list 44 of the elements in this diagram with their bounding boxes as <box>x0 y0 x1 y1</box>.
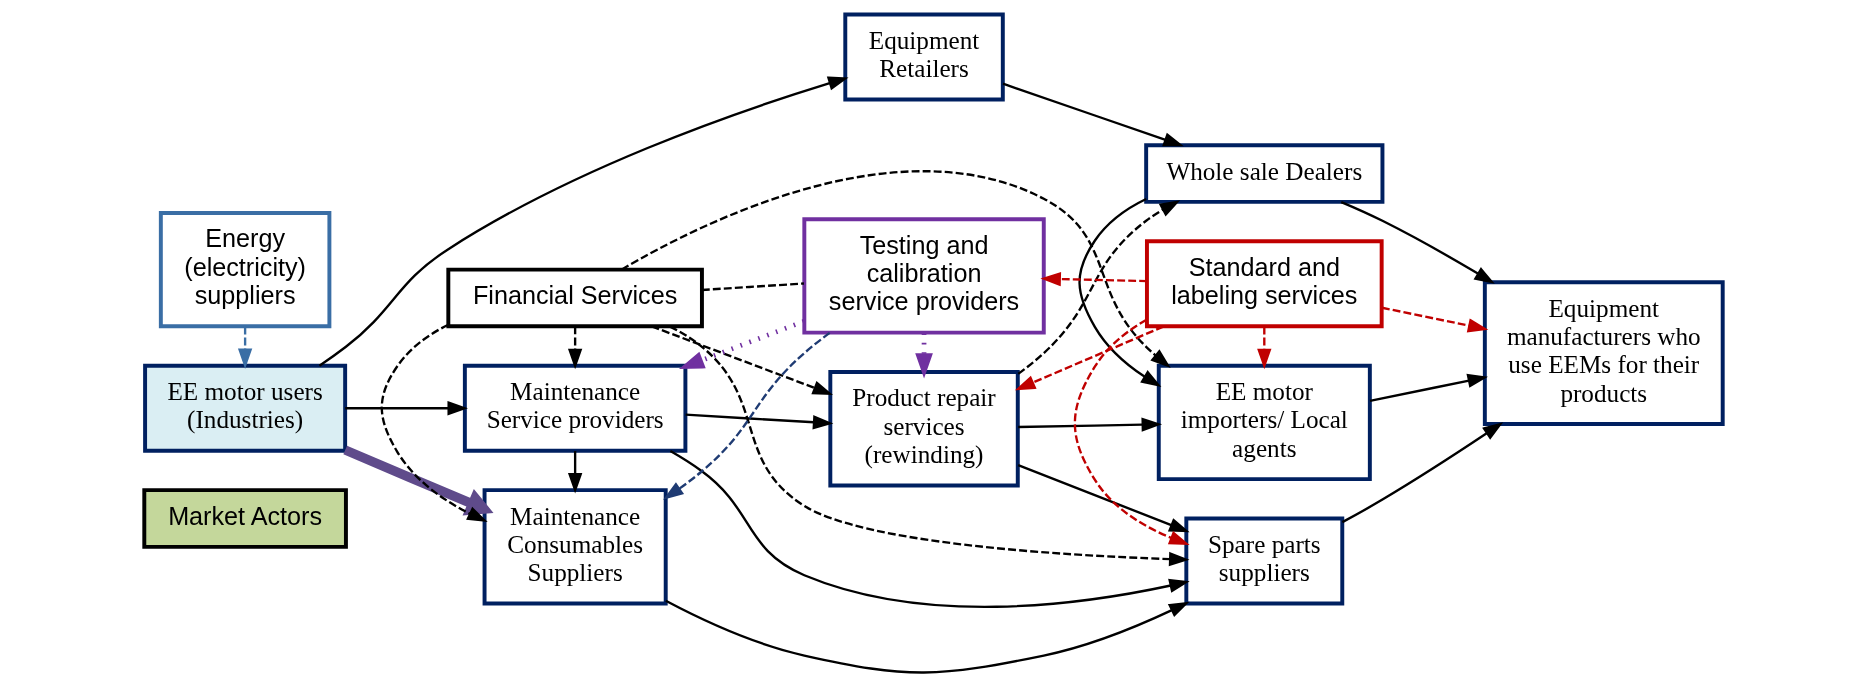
arrow <box>1018 417 1163 432</box>
node-box: Maintenance Service providers <box>462 363 688 453</box>
arrow <box>1381 306 1489 333</box>
arrow <box>669 450 1190 608</box>
arrow <box>318 76 849 367</box>
node-box: Product repair services (rewinding) <box>828 370 1020 488</box>
connector <box>701 282 804 292</box>
arrow <box>669 325 1190 567</box>
node-box: EE motor users (Industries) <box>143 363 348 453</box>
arrow <box>1002 82 1184 147</box>
arrow <box>1040 271 1147 287</box>
arrow <box>567 451 583 494</box>
arrow <box>380 323 488 522</box>
arrow <box>1257 326 1272 370</box>
arrow <box>1340 201 1495 284</box>
arrow <box>343 445 494 516</box>
node-box: EE motor importers/ Local agents <box>1156 363 1372 482</box>
arrow <box>567 326 583 370</box>
node-box: Equipment manufacturers who use EEMs for their products <box>1482 280 1725 426</box>
arrow <box>1014 325 1164 391</box>
arrow <box>663 331 831 500</box>
arrow <box>237 326 253 370</box>
arrow <box>345 401 468 416</box>
arrow <box>1073 318 1190 545</box>
arrow <box>651 325 834 395</box>
arrow <box>1341 422 1504 524</box>
node-box: Financial Services <box>446 267 704 329</box>
arrow <box>1017 463 1190 533</box>
arrow <box>685 413 834 430</box>
arrow <box>678 319 805 370</box>
node-box: Testing and calibration service providers <box>802 217 1046 335</box>
arrow <box>1369 373 1488 403</box>
node-box: Whole sale Dealers <box>1144 143 1385 204</box>
node-box: Equipment Retailers <box>843 12 1005 102</box>
arrow <box>621 170 1171 368</box>
arrow <box>665 599 1190 674</box>
arrow <box>1017 200 1181 375</box>
arrow <box>1078 197 1162 387</box>
node-box: Market Actors <box>142 488 348 549</box>
arrow <box>915 333 933 379</box>
node-box: Spare parts suppliers <box>1184 516 1345 606</box>
node-box: Energy (electricity) suppliers <box>158 210 332 329</box>
node-box: Standard and labeling services <box>1145 239 1384 329</box>
node-box: Maintenance Consumables Suppliers <box>482 488 668 606</box>
